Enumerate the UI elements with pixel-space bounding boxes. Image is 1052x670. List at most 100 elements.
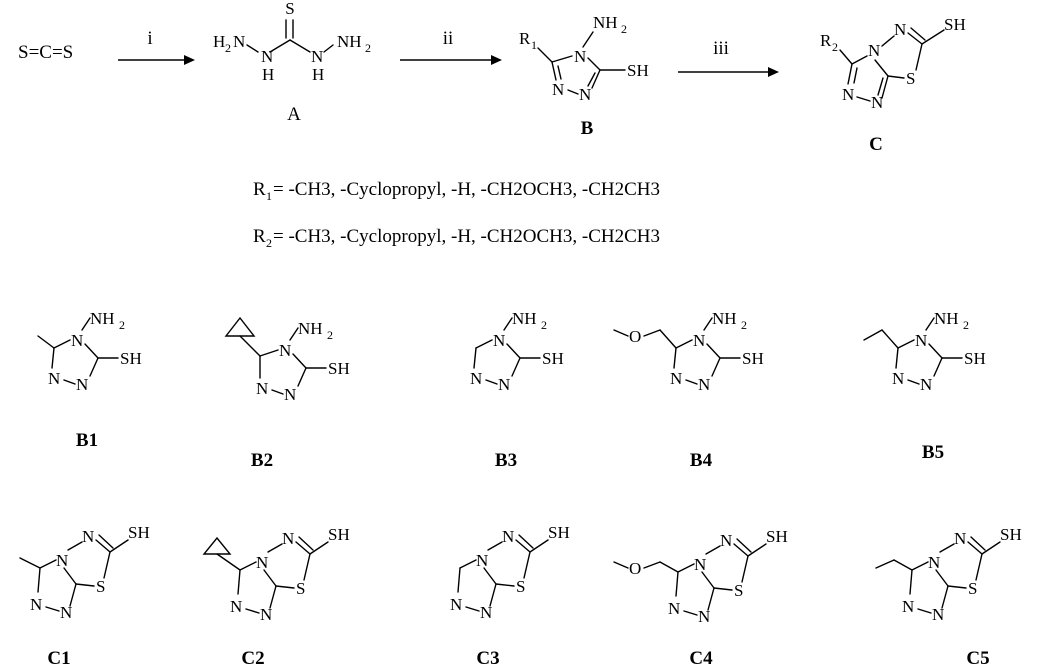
atom-n1: N bbox=[579, 85, 591, 104]
arrow-step-i: i bbox=[118, 28, 195, 65]
atom-n: N bbox=[450, 595, 462, 614]
atom-o: O bbox=[629, 327, 641, 346]
r1-options: = -CH3, -Cyclopropyl, -H, -CH2OCH3, -CH2… bbox=[273, 179, 660, 200]
atom-s-ring: S bbox=[906, 69, 915, 88]
atom-n-left-c: N bbox=[842, 85, 854, 104]
atom-nh2: NH bbox=[90, 309, 115, 328]
compound-c4-structure: O N N SH S N N bbox=[613, 527, 788, 626]
compound-b5-structure: N NH 2 SH N N bbox=[863, 309, 986, 394]
atom-n-mid-right: N bbox=[311, 47, 323, 66]
atom-sh: SH bbox=[742, 349, 764, 368]
atom-s: S bbox=[968, 579, 977, 598]
atom-s: S bbox=[96, 577, 105, 596]
atom-n: N bbox=[698, 375, 710, 394]
arrow-step-iii: iii bbox=[678, 38, 779, 77]
atom-sh-c: SH bbox=[944, 15, 966, 34]
atom-nh-right: NH bbox=[337, 32, 362, 51]
r2-index: 2 bbox=[266, 236, 272, 250]
compound-c5-structure: N N SH S N N bbox=[875, 525, 1022, 624]
atom-n: N bbox=[694, 555, 706, 574]
atom-n: N bbox=[668, 599, 680, 618]
r2-definition: R 2 = -CH3, -Cyclopropyl, -H, -CH2OCH3, … bbox=[253, 226, 660, 250]
atom-sh: SH bbox=[766, 527, 788, 546]
atom-sub-2: 2 bbox=[741, 318, 747, 332]
atom-sub-2-right: 2 bbox=[365, 41, 371, 55]
atom-n: N bbox=[470, 369, 482, 388]
atom-nh2: NH bbox=[712, 309, 737, 328]
atom-nh2: NH bbox=[512, 309, 537, 328]
atom-n4: N bbox=[574, 47, 586, 66]
atom-n: N bbox=[915, 331, 927, 350]
atom-s: S bbox=[285, 0, 294, 18]
atom-n: N bbox=[698, 607, 710, 626]
atom-r: R bbox=[519, 29, 531, 48]
step-label-i: i bbox=[147, 28, 152, 49]
r1-definition: R 1 = -CH3, -Cyclopropyl, -H, -CH2OCH3, … bbox=[253, 179, 660, 203]
atom-n: N bbox=[230, 597, 242, 616]
compound-b2-structure: N NH 2 SH N N bbox=[224, 316, 350, 404]
compound-b1-label: B1 bbox=[76, 430, 98, 451]
atom-n: N bbox=[892, 369, 904, 388]
atom-n-bridge: N bbox=[868, 41, 880, 60]
compound-b3-structure: N NH 2 SH N N bbox=[470, 309, 564, 394]
compound-b2-label: B2 bbox=[251, 450, 273, 471]
atom-n: N bbox=[932, 605, 944, 624]
compound-c3-label: C3 bbox=[476, 648, 499, 669]
atom-sh: SH bbox=[964, 349, 986, 368]
atom-n: N bbox=[502, 527, 514, 546]
atom-n: N bbox=[954, 529, 966, 548]
compound-b3-label: B3 bbox=[495, 450, 517, 471]
atom-n: N bbox=[498, 375, 510, 394]
atom-h-left: H bbox=[213, 32, 225, 51]
compound-b5-label: B5 bbox=[922, 442, 944, 463]
atom-n: N bbox=[76, 375, 88, 394]
atom-s: S bbox=[296, 579, 305, 598]
atom-s: S bbox=[734, 581, 743, 600]
atom-n: N bbox=[56, 551, 68, 570]
atom-n: N bbox=[693, 331, 705, 350]
compound-c1-structure: N N SH S N N bbox=[19, 523, 150, 622]
atom-n: N bbox=[282, 529, 294, 548]
compound-b-label: B bbox=[581, 118, 594, 139]
atom-s: S bbox=[516, 577, 525, 596]
atom-n: N bbox=[902, 597, 914, 616]
atom-nh2: NH bbox=[298, 319, 323, 338]
atom-n: N bbox=[670, 369, 682, 388]
atom-sh: SH bbox=[627, 61, 649, 80]
atom-n2: N bbox=[552, 80, 564, 99]
atom-n: N bbox=[928, 553, 940, 572]
compound-c-label: C bbox=[869, 134, 883, 155]
atom-n: N bbox=[48, 369, 60, 388]
atom-nh2: NH bbox=[934, 309, 959, 328]
r2-options: = -CH3, -Cyclopropyl, -H, -CH2OCH3, -CH2… bbox=[273, 226, 660, 247]
step-label-ii: ii bbox=[443, 28, 454, 49]
compound-c1-label: C1 bbox=[47, 648, 70, 669]
compound-a-structure: S H 2 N N H N H NH 2 A bbox=[213, 0, 371, 125]
atom-r-c: R bbox=[820, 31, 832, 50]
atom-n: N bbox=[60, 603, 72, 622]
atom-n: N bbox=[71, 331, 83, 350]
atom-n-left: N bbox=[233, 32, 245, 51]
compound-c2-label: C2 bbox=[241, 648, 264, 669]
atom-n: N bbox=[279, 341, 291, 360]
atom-o: O bbox=[629, 559, 641, 578]
atom-sub-2: 2 bbox=[327, 328, 333, 342]
atom-n: N bbox=[82, 527, 94, 546]
atom-n: N bbox=[30, 595, 42, 614]
atom-sub-2: 2 bbox=[963, 318, 969, 332]
atom-n: N bbox=[720, 531, 732, 550]
atom-sh: SH bbox=[542, 349, 564, 368]
atom-sh: SH bbox=[128, 523, 150, 542]
atom-sh: SH bbox=[328, 525, 350, 544]
atom-h-mid-left: H bbox=[262, 65, 274, 84]
atom-sub-2-b: 2 bbox=[621, 22, 627, 36]
carbon-disulfide-label: S=C=S bbox=[18, 42, 73, 63]
compound-c4-label: C4 bbox=[689, 648, 713, 669]
compound-b4-label: B4 bbox=[690, 450, 713, 471]
atom-h-mid-right: H bbox=[312, 65, 324, 84]
r1-index: 1 bbox=[266, 189, 272, 203]
atom-n-top: N bbox=[894, 20, 906, 39]
atom-n: N bbox=[476, 551, 488, 570]
